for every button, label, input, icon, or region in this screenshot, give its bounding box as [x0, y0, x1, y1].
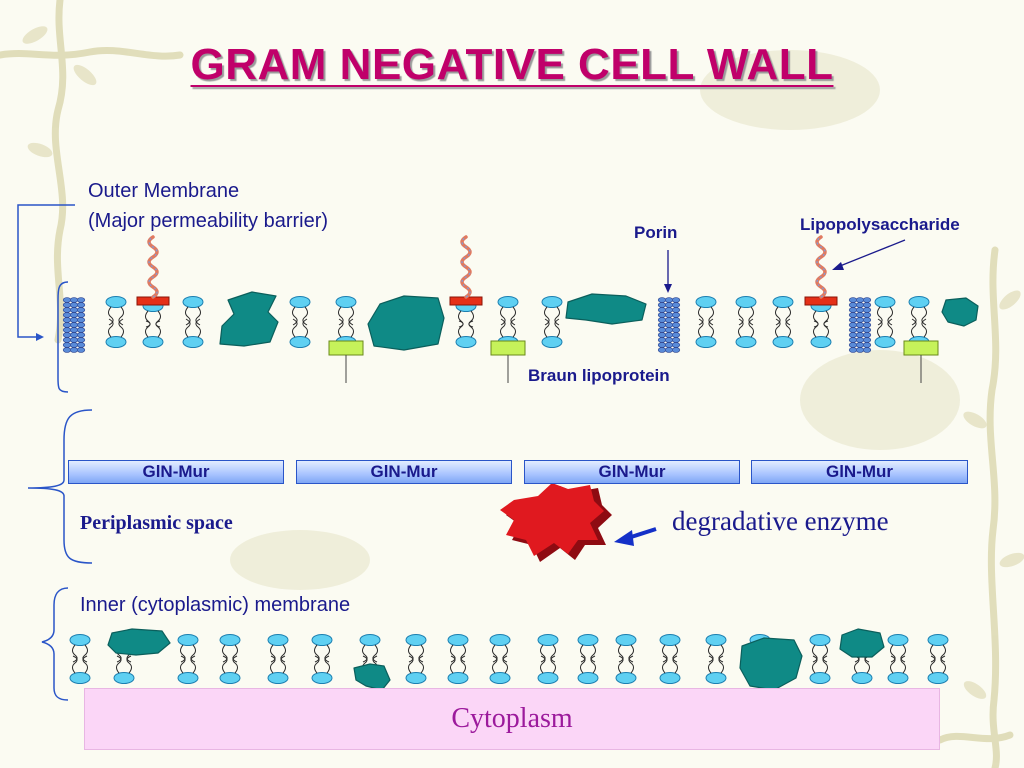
membrane-protein — [353, 663, 391, 691]
gln-mur-segment: GlN-Mur — [68, 460, 284, 484]
phospholipid — [659, 634, 681, 684]
membrane-protein — [739, 637, 803, 691]
phospholipid — [541, 296, 563, 348]
phospholipid — [311, 634, 333, 684]
outer-membrane-bracket — [17, 204, 75, 338]
lipopolysaccharide — [136, 235, 170, 306]
periplasmic-brace — [27, 409, 93, 564]
inner-membrane-brace — [41, 587, 69, 701]
outer-membrane-label: Outer Membrane — [88, 180, 240, 202]
gln-mur-segment: GlN-Mur — [524, 460, 740, 484]
phospholipid — [142, 300, 164, 348]
porin-protein — [848, 297, 872, 353]
phospholipid — [182, 296, 204, 348]
porin-protein — [62, 297, 86, 353]
phospholipid — [69, 634, 91, 684]
phospholipid — [810, 300, 832, 348]
periplasmic-space-label: Periplasmic space — [80, 512, 233, 534]
phospholipid — [908, 296, 930, 348]
lipopolysaccharide-label: Lipopolysaccharide — [800, 215, 960, 234]
inner-membrane-layer — [69, 628, 949, 691]
phospholipid — [874, 296, 896, 348]
phospholipid — [705, 634, 727, 684]
phospholipid — [177, 634, 199, 684]
gln-mur-segment: GlN-Mur — [296, 460, 512, 484]
membrane-protein — [107, 628, 171, 656]
membrane-protein — [565, 293, 647, 325]
lps-arrow — [839, 239, 906, 267]
phospholipid — [577, 634, 599, 684]
membrane-protein — [941, 297, 979, 327]
phospholipid — [772, 296, 794, 348]
phospholipid — [809, 634, 831, 684]
phospholipid — [537, 634, 559, 684]
gln-mur-segment: GlN-Mur — [751, 460, 968, 484]
phospholipid — [735, 296, 757, 348]
outer-membrane-brace — [57, 281, 69, 393]
porin-protein — [657, 297, 681, 353]
page-title: GRAM NEGATIVE CELL WALL — [190, 40, 834, 89]
phospholipid — [447, 634, 469, 684]
porin-arrowhead — [664, 284, 672, 293]
phospholipid — [615, 634, 637, 684]
outer-membrane-sublabel: (Major permeability barrier) — [88, 210, 329, 232]
porin-label: Porin — [634, 223, 678, 242]
phospholipid — [335, 296, 357, 348]
braun-lipoprotein-label: Braun lipoprotein — [528, 366, 670, 385]
phospholipid — [105, 296, 127, 348]
membrane-protein — [367, 295, 445, 351]
outer-membrane-layer — [62, 235, 979, 383]
phospholipid — [289, 296, 311, 348]
lipopolysaccharide — [449, 235, 483, 306]
phospholipid — [267, 634, 289, 684]
degradative-enzyme-shape — [500, 483, 612, 562]
membrane-protein — [839, 628, 885, 658]
phospholipid — [695, 296, 717, 348]
inner-membrane-label: Inner (cytoplasmic) membrane — [80, 594, 351, 616]
phospholipid — [497, 296, 519, 348]
lipopolysaccharide — [804, 235, 838, 306]
lps-arrowhead — [832, 262, 844, 270]
phospholipid — [489, 634, 511, 684]
phospholipid — [927, 634, 949, 684]
phospholipid — [887, 634, 909, 684]
outer-membrane-arrowhead — [36, 333, 44, 341]
cytoplasm-region: Cytoplasm — [84, 688, 940, 750]
phospholipid — [219, 634, 241, 684]
braun-lipoprotein — [903, 340, 939, 383]
degradative-enzyme-label: degradative enzyme — [672, 506, 889, 536]
phospholipid — [405, 634, 427, 684]
braun-lipoprotein — [490, 340, 526, 383]
phospholipid — [455, 300, 477, 348]
enzyme-arrowhead — [614, 530, 634, 546]
membrane-protein — [219, 291, 279, 347]
